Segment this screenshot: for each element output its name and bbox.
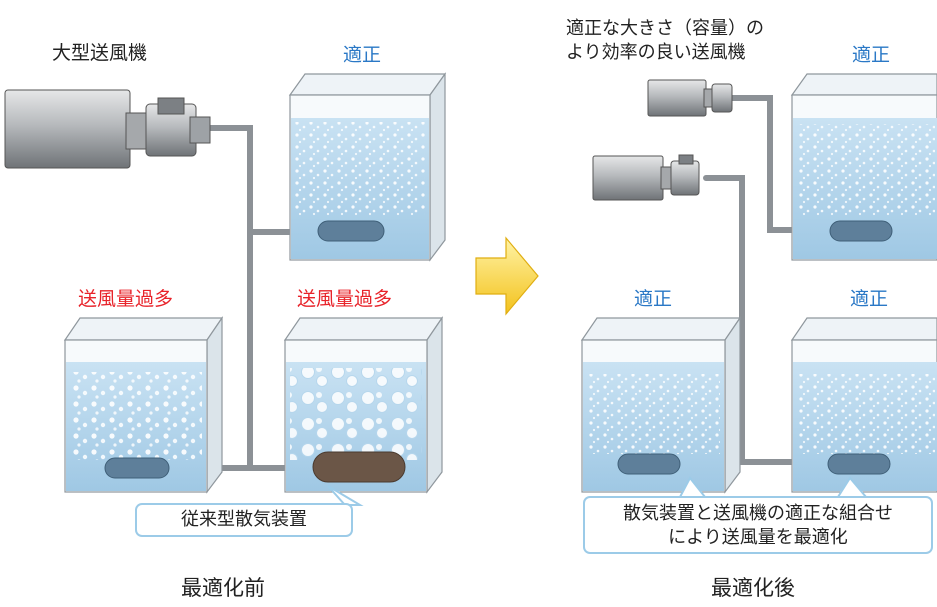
right-arrow-icon [475, 236, 539, 316]
after-tank-bottom-right [790, 317, 937, 493]
after-tank-top-right [790, 73, 937, 261]
after-tank-top-right-status: 適正 [852, 44, 891, 66]
large-blower-icon [4, 89, 211, 169]
before-caption: 最適化前 [181, 576, 265, 600]
before-callout-pointer [327, 485, 364, 506]
before-tank-bottom-right [283, 316, 444, 494]
before-tank-bottom-left [63, 316, 224, 494]
efficient-blower-icon [647, 79, 733, 117]
after-callout-line1: 散気装置と送風機の適正な組合せ [623, 503, 893, 524]
efficient-blower-label-line1: 適正な大きさ（容量）の [566, 18, 764, 39]
efficient-blower-icon [592, 154, 700, 201]
before-tank-bottom-right-status: 送風量過多 [297, 288, 393, 310]
after-caption: 最適化後 [711, 576, 795, 600]
before-tank-top-right [288, 72, 447, 262]
after-callout-line2: により送風量を最適化 [668, 527, 848, 548]
after-tank-bottom-right-status: 適正 [850, 288, 889, 310]
efficient-blower-label-line2: より効率の良い送風機 [566, 42, 746, 63]
before-tank-bottom-left-status: 送風量過多 [78, 288, 174, 310]
before-callout-text: 従来型散気装置 [181, 509, 307, 530]
after-tank-bottom-left-status: 適正 [634, 288, 673, 310]
after-tank-bottom-left [580, 316, 742, 494]
before-tank-top-right-status: 適正 [343, 44, 382, 66]
before-callout-conventional-diffuser: 従来型散気装置 [135, 503, 353, 537]
after-callout-optimized-combination: 散気装置と送風機の適正な組合せ により送風量を最適化 [583, 496, 933, 554]
large-blower-label: 大型送風機 [52, 42, 148, 64]
